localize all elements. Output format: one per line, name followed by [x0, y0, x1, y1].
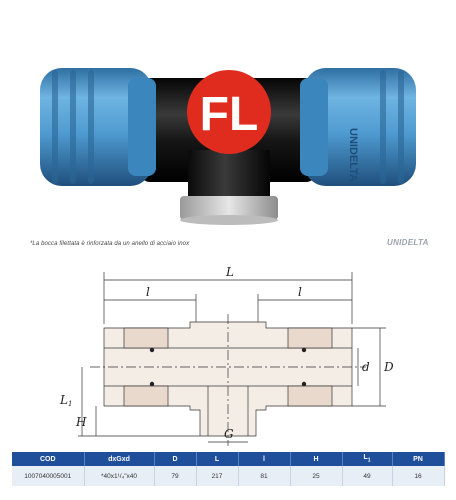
logo-text: FL [200, 88, 259, 141]
cell-L1: 49 [342, 466, 393, 486]
col-header: dxGxd [84, 452, 155, 466]
dim-label-l-right: l [298, 285, 302, 299]
brand-logo: UNIDELTA [387, 238, 429, 247]
cell-L: 217 [196, 466, 239, 486]
cell-PN: 16 [392, 466, 445, 486]
dim-label-H: H [75, 415, 87, 429]
cap-lettering: UNIDELTA [347, 128, 359, 182]
col-header-L1-sub: 1 [367, 457, 371, 464]
spec-table: COD dxGxd D L l H L1 PN 1007040005001 *4… [12, 452, 445, 486]
cell-dxgxd: *40x1¹/₄"x40 [84, 466, 155, 486]
steel-ring-icon [180, 196, 278, 220]
col-header: COD [12, 452, 85, 466]
right-cap [304, 68, 416, 186]
technical-drawing: L l l d D L 1 H G [59, 265, 394, 446]
dim-label-G: G [224, 427, 234, 441]
col-header: L1 [342, 452, 393, 466]
product-photo: UNIDELTA FL [40, 68, 416, 225]
cell-D: 79 [154, 466, 197, 486]
table-header-row: COD dxGxd D L l H L1 PN [12, 452, 445, 466]
photo-note: *La bocca filettata è rinforzata da un a… [30, 241, 190, 247]
fl-logo-icon [187, 70, 271, 154]
cell-cod: 1007040005001 [12, 466, 85, 486]
col-header: D [154, 452, 197, 466]
dim-label-D: D [383, 360, 394, 374]
cell-H: 25 [290, 466, 343, 486]
left-cap [40, 68, 152, 186]
col-header-L1: L [363, 454, 368, 462]
col-header: L [196, 452, 239, 466]
col-header: PN [392, 452, 445, 466]
dim-label-L1: L [59, 393, 68, 407]
table-row: 1007040005001 *40x1¹/₄"x40 79 217 81 25 … [12, 466, 445, 486]
cell-l: 81 [238, 466, 291, 486]
col-header: l [238, 452, 291, 466]
col-header: H [290, 452, 343, 466]
dim-label-L1-sub: 1 [68, 400, 72, 408]
dim-label-l-left: l [146, 285, 150, 299]
dim-label-d: d [362, 360, 370, 374]
tee-branch [188, 150, 270, 202]
dim-label-L: L [225, 265, 234, 279]
